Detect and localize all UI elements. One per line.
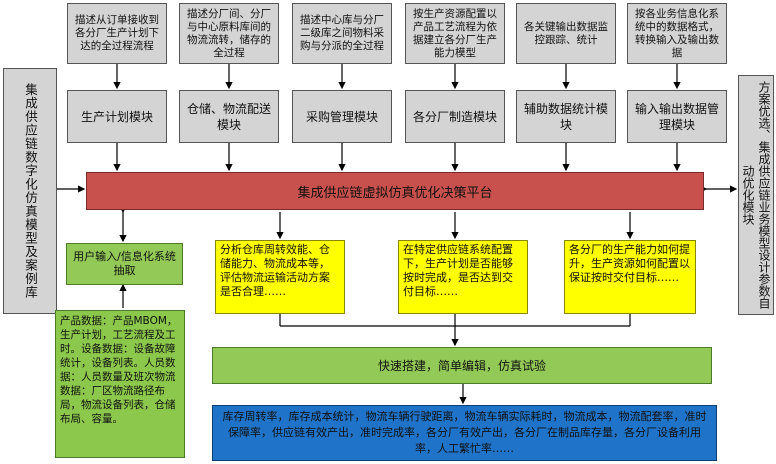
module-warehouse-logistics: 仓储、物流配送模块 <box>179 90 279 143</box>
description-box-warehouse-logistics: 描述分厂间、分厂与中心原料库间的物流流转，储存的全过程 <box>179 3 279 64</box>
module-production-plan: 生产计划模块 <box>67 90 167 143</box>
description-box-factory-capacity: 按生产资源配置以产品工艺流程为依据建立各分厂生产能力模型 <box>405 3 505 64</box>
metrics-output-box: 库存周转率，库存成本统计，物流车辆行驶距离，物流车辆实际耗时，物流成本，物流配套… <box>212 405 717 461</box>
analysis-box-delivery: 在特定供应链系统配置下，生产计划是否能够按时完成，是否达到交付目标…… <box>398 240 528 314</box>
description-box-io-conversion: 按各业务信息化系统中的数据格式，转换输入及输出数据 <box>627 3 727 64</box>
analysis-box-capacity: 各分厂的生产能力如何提升，生产资源如何配置以保证按时交付目标…… <box>564 240 696 314</box>
description-box-data-monitoring: 各关键输出数据监控跟踪、统计 <box>516 3 616 64</box>
simulation-platform-banner: 集成供应链虚拟仿真优化决策平台 <box>86 172 704 210</box>
side-box-optimization: 方案优选、集成供应链业务模型设计参数自动优化模块 <box>738 75 774 315</box>
module-data-statistics: 辅助数据统计模块 <box>516 90 616 143</box>
module-factory-manufacturing: 各分厂制造模块 <box>405 90 505 143</box>
analysis-box-logistics: 分析仓库周转效能、仓储能力、物流成本等，评估物流运输活动方案是否合理…… <box>215 240 345 314</box>
input-data-list: 产品数据：产品MBOM，生产计划，工艺流程及工时。设备数据：设备故障统计，设备列… <box>55 310 185 458</box>
quick-build-bar: 快速搭建，简单编辑，仿真试验 <box>212 347 712 384</box>
user-input-box: 用户输入/信息化系统抽取 <box>66 243 183 285</box>
side-box-model-library: 集成供应链数字化仿真模型及案例库 <box>3 68 57 314</box>
description-box-production-plan: 描述从订单接收到各分厂生产计划下达的全过程流程 <box>67 3 167 64</box>
description-box-procurement: 描述中心库与分厂二级库之间物料采购与分派的全过程 <box>292 3 392 64</box>
module-io-data-management: 输入输出数据管理模块 <box>627 90 727 143</box>
module-procurement: 采购管理模块 <box>292 90 392 143</box>
